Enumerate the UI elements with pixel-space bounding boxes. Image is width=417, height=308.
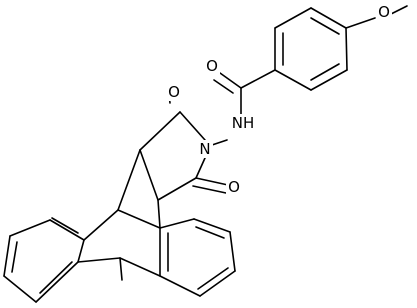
label-background <box>166 83 182 101</box>
bond <box>197 267 229 290</box>
bond <box>11 241 18 273</box>
bond <box>157 177 197 201</box>
bond <box>310 63 340 81</box>
methoxybenzoyl-group <box>213 5 408 115</box>
bond <box>229 231 236 272</box>
bond <box>195 177 229 186</box>
bond <box>274 7 312 29</box>
bond <box>213 79 234 94</box>
right-benzene-ring <box>159 218 236 297</box>
label-background <box>376 3 392 21</box>
bond <box>345 17 376 29</box>
bond <box>139 111 181 151</box>
bond <box>49 219 85 241</box>
label-background <box>204 57 220 75</box>
bond <box>51 217 79 234</box>
bond <box>119 257 123 281</box>
bond <box>310 69 348 91</box>
bond <box>157 199 161 229</box>
bond <box>39 261 73 294</box>
bond <box>83 209 119 241</box>
bond <box>35 261 79 303</box>
bond <box>195 226 225 239</box>
bond <box>192 185 227 194</box>
bond <box>193 218 231 233</box>
bond <box>179 111 206 141</box>
bond <box>77 257 121 263</box>
bond <box>9 219 51 237</box>
bond <box>240 69 276 89</box>
bond <box>211 139 228 146</box>
amide-oxygen-label: O <box>206 57 218 75</box>
bond <box>119 257 161 277</box>
bond <box>195 157 206 179</box>
bond <box>219 72 242 89</box>
atom-labels: O O NH N O O <box>166 3 392 196</box>
bond <box>3 275 37 303</box>
methoxy-oxygen-label: O <box>378 3 390 21</box>
bond <box>117 149 141 211</box>
imide-ring <box>139 94 229 201</box>
bond <box>199 270 236 297</box>
bond <box>3 235 11 277</box>
amide-nh-label: NH <box>232 114 255 132</box>
imide-oxygen-top-label: O <box>168 83 180 101</box>
bond <box>390 5 408 15</box>
label-background <box>197 140 213 158</box>
bicyclic-framework <box>77 149 161 281</box>
bond <box>117 209 161 229</box>
label-background <box>228 114 256 132</box>
bond <box>345 27 348 71</box>
bond <box>77 239 85 263</box>
imide-oxygen-right-label: O <box>228 178 240 196</box>
imide-nitrogen-label: N <box>199 140 210 158</box>
left-benzene-ring <box>3 217 85 303</box>
bond <box>139 149 159 201</box>
bond <box>310 17 340 35</box>
label-background <box>226 178 242 196</box>
bond <box>159 275 201 297</box>
bond <box>159 218 195 229</box>
bond <box>310 7 347 29</box>
bond <box>274 69 312 91</box>
